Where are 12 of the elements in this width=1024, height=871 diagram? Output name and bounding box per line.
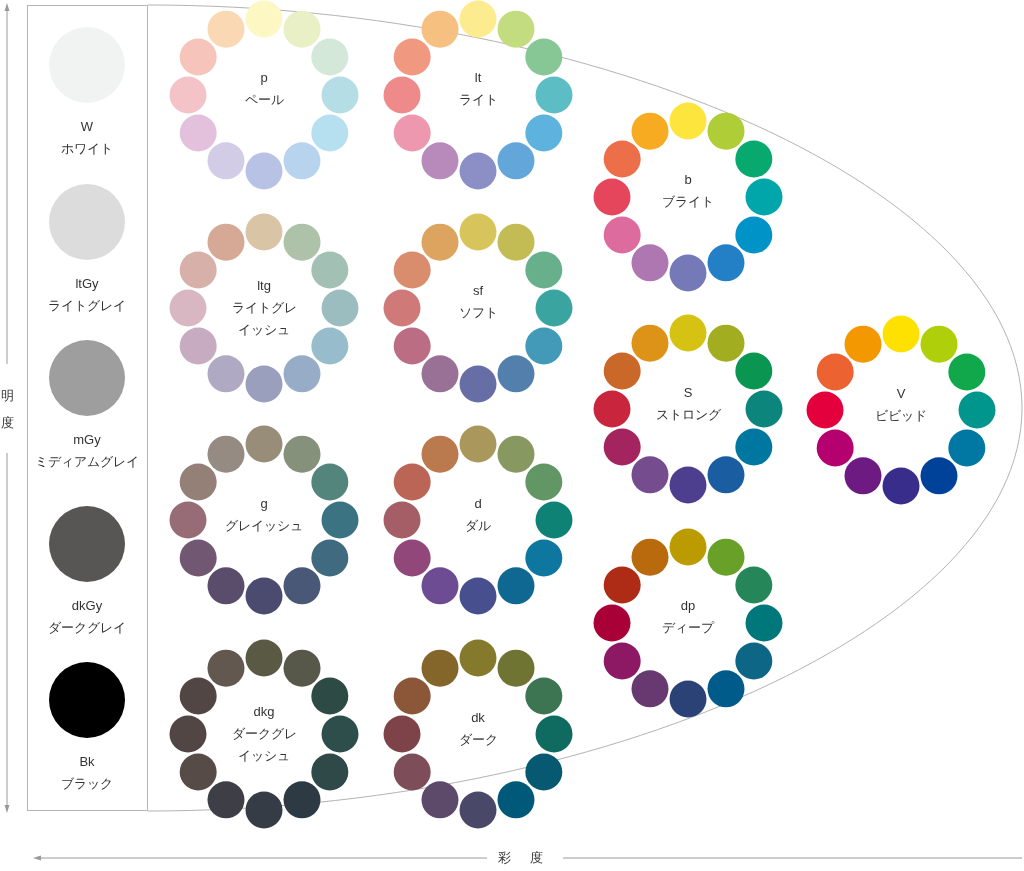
tone-name: ミディアムグレイ [35,453,139,471]
axis-label: 明度 [1,387,14,432]
tone-name: ライトグレイ [48,297,126,315]
axis-label: 彩度 [498,849,562,867]
tone-name: ダークグレイ [48,619,126,637]
tone-code: Bk [79,753,95,771]
tone-code: W [80,118,94,136]
tone-code: ltGy [75,275,99,293]
tone-name: ブラック [61,775,113,793]
tone-name: ホワイト [61,140,113,158]
tone-code: mGy [73,431,101,449]
tone-code: dkGy [71,597,103,615]
